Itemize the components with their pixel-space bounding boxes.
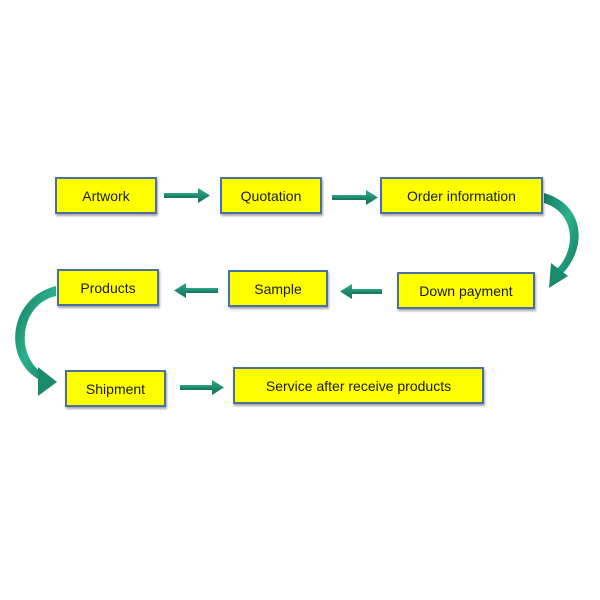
step-artwork: Artwork	[55, 177, 157, 214]
step-order-information-label: Order information	[407, 187, 516, 204]
step-quotation-label: Quotation	[240, 187, 302, 204]
step-down-payment-label: Down payment	[419, 282, 513, 299]
step-artwork-label: Artwork	[82, 187, 130, 204]
arrow-sample-to-products	[174, 283, 218, 298]
arrow-artwork-to-quotation	[164, 188, 210, 203]
step-quotation: Quotation	[220, 177, 322, 214]
arrow-order-to-down-payment	[544, 193, 579, 288]
step-products-label: Products	[80, 279, 136, 296]
step-down-payment: Down payment	[397, 272, 535, 309]
step-products: Products	[57, 269, 159, 306]
step-service-label: Service after receive products	[265, 377, 452, 394]
step-shipment-label: Shipment	[85, 380, 146, 397]
step-sample-label: Sample	[254, 280, 302, 297]
arrow-down-payment-to-sample	[340, 284, 382, 299]
arrow-shipment-to-service	[180, 380, 224, 395]
step-order-information: Order information	[380, 177, 543, 214]
arrow-products-to-shipment	[15, 286, 57, 396]
arrow-quotation-to-order	[332, 190, 378, 205]
step-sample: Sample	[228, 270, 328, 307]
step-service-after-receive-products: Service after receive products	[233, 367, 484, 404]
step-shipment: Shipment	[65, 370, 166, 407]
